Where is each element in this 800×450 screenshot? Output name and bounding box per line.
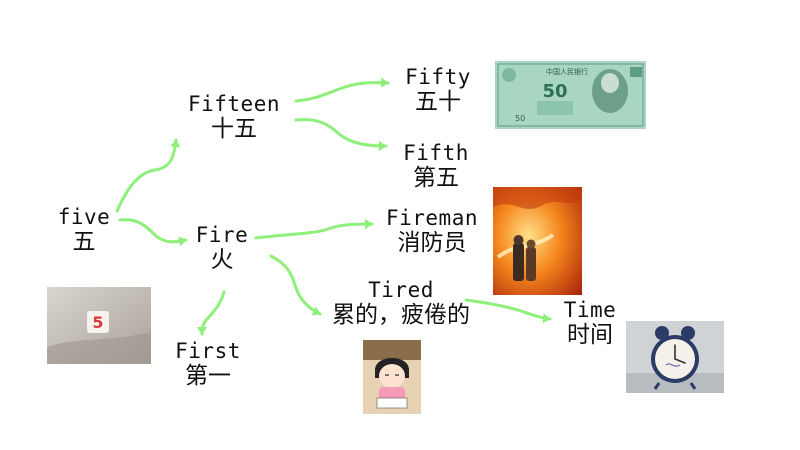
banknote-denomination-small: 50	[515, 114, 525, 123]
arrow-fire-to-fireman	[254, 219, 374, 240]
word-first-zh: 第一	[185, 363, 231, 390]
word-fireman-zh: 消防员	[397, 230, 467, 257]
dice-photo: 5	[47, 287, 151, 364]
word-fifth-zh: 第五	[413, 165, 459, 192]
word-tired-en: Tired	[368, 278, 434, 302]
dice-icon	[87, 311, 109, 333]
clock-photo	[626, 321, 724, 393]
word-tired-zh: 累的，疲倦的	[332, 302, 470, 329]
dice-number: 5	[92, 313, 103, 332]
arrow-fifteen-to-fifty	[294, 77, 390, 103]
arrow-fire-to-first	[197, 290, 226, 336]
banknote-header: 中国人民银行	[546, 67, 588, 76]
node-fifth: Fifth 第五	[398, 141, 474, 192]
arrow-fire-to-tired	[269, 254, 322, 316]
word-five-en: five	[57, 205, 111, 229]
arrow-tired-to-time	[464, 298, 552, 324]
arrow-five-to-fifteen	[115, 138, 181, 213]
node-five: five 五	[52, 205, 116, 256]
word-time-en: Time	[563, 298, 617, 322]
node-time: Time 时间	[555, 298, 625, 349]
node-tired: Tired 累的，疲倦的	[316, 278, 486, 329]
word-fire-zh: 火	[210, 247, 234, 274]
word-fifteen-zh: 十五	[211, 116, 257, 143]
node-fifty: Fifty 五十	[400, 65, 476, 116]
emblem-icon	[502, 68, 516, 82]
arrow-fifteen-to-fifth	[294, 118, 388, 151]
node-fireman: Fireman 消防员	[380, 206, 484, 257]
word-five-zh: 五	[72, 229, 96, 256]
word-first-en: First	[175, 339, 241, 363]
word-time-zh: 时间	[567, 322, 613, 349]
node-fire: Fire 火	[190, 223, 254, 274]
word-fifty-en: Fifty	[405, 65, 471, 89]
arrow-five-to-fire	[118, 218, 188, 247]
word-fifth-en: Fifth	[403, 141, 469, 165]
node-fifteen: Fifteen 十五	[182, 92, 286, 143]
banknote-denomination: 50	[542, 81, 567, 102]
tired-cartoon	[363, 340, 421, 414]
word-fireman-en: Fireman	[385, 206, 478, 230]
firefighters-photo	[493, 187, 582, 295]
banknote-photo: 中国人民银行 50 50	[495, 61, 646, 129]
node-first: First 第一	[170, 339, 246, 390]
word-fifteen-en: Fifteen	[187, 92, 280, 116]
firefighter-icon	[513, 243, 524, 281]
word-fifty-zh: 五十	[415, 89, 461, 116]
word-fire-en: Fire	[195, 223, 249, 247]
